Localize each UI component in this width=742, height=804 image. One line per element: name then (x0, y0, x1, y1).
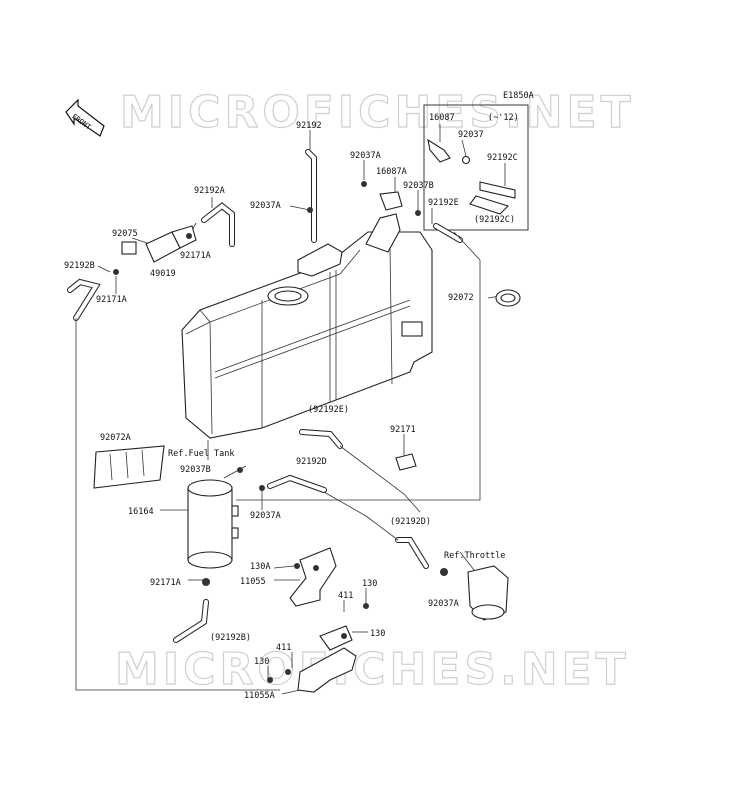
label-92192e: 92192E (428, 198, 459, 208)
canister-16164 (187, 467, 265, 586)
bracket-11055 (289, 547, 337, 607)
bracket-11055a (267, 603, 369, 693)
clip-92171 (395, 453, 417, 471)
watermark-top: MICROFICHES.NET (120, 87, 635, 138)
label-92037b-top: 92037B (403, 181, 434, 191)
label-92192d: 92192D (296, 457, 327, 467)
label-11055a: 11055A (244, 691, 275, 701)
label-92072: 92072 (448, 293, 474, 303)
label-130-b: 130 (370, 629, 385, 639)
diagram-code: E1850A (503, 91, 534, 101)
fuel-filter (121, 225, 197, 263)
label-411-a: 411 (338, 591, 353, 601)
label-ref-throttle: Ref.Throttle (444, 551, 505, 561)
part-labels: 92192 92037A 16087A 92037B 92192E 92037A… (64, 121, 505, 701)
inset-filter-icon (427, 138, 451, 163)
fuel-tank (181, 213, 433, 439)
label-92192b-paren: (92192B) (210, 633, 251, 643)
label-130-a: 130 (362, 579, 377, 589)
label-92192d-paren: (92192D) (390, 517, 431, 527)
label-49019: 49019 (150, 269, 176, 279)
inset-hose-icon (479, 181, 516, 199)
inset-label-92192c: 92192C (487, 153, 518, 163)
label-92192a: 92192A (194, 186, 225, 196)
front-arrow-icon: FRONT (65, 98, 105, 137)
label-411-b: 411 (276, 643, 291, 653)
label-92037b-mid: 92037B (180, 465, 211, 475)
inset-label-92037: 92037 (458, 130, 484, 140)
label-92171a-a: 92171A (180, 251, 211, 261)
label-16087a: 16087A (376, 167, 407, 177)
label-92171: 92171 (390, 425, 416, 435)
label-92075: 92075 (112, 229, 138, 239)
inset-box: (~'12) 16087 92037 92192C (92192C) (423, 104, 529, 231)
label-ref-fuel-tank: Ref.Fuel Tank (168, 449, 235, 459)
label-130-c: 130 (254, 657, 269, 667)
watermark-bottom: MICROFICHES.NET (115, 644, 630, 695)
label-16164: 16164 (128, 507, 154, 517)
inset-label-16087: 16087 (429, 113, 455, 123)
label-92192: 92192 (296, 121, 322, 131)
hoses (67, 149, 463, 643)
label-92171a-c: 92171A (150, 578, 181, 588)
strap-92072a (93, 445, 165, 489)
label-92037a-right: 92037A (428, 599, 459, 609)
filler-neck (365, 213, 401, 253)
label-11055: 11055 (240, 577, 266, 587)
label-92037a-mid: 92037A (250, 201, 281, 211)
inset-label-92192c-paren: (92192C) (474, 215, 515, 225)
label-92037a-top: 92037A (350, 151, 381, 161)
label-130a: 130A (250, 562, 270, 572)
inset-note: (~'12) (488, 113, 519, 123)
label-92171a-b: 92171A (96, 295, 127, 305)
label-92037a-low: 92037A (250, 511, 281, 521)
valve-16087a (379, 191, 403, 211)
label-92072a: 92072A (100, 433, 131, 443)
label-92192b: 92192B (64, 261, 95, 271)
throttle-body (440, 551, 509, 621)
label-92192e-paren: (92192E) (308, 405, 349, 415)
